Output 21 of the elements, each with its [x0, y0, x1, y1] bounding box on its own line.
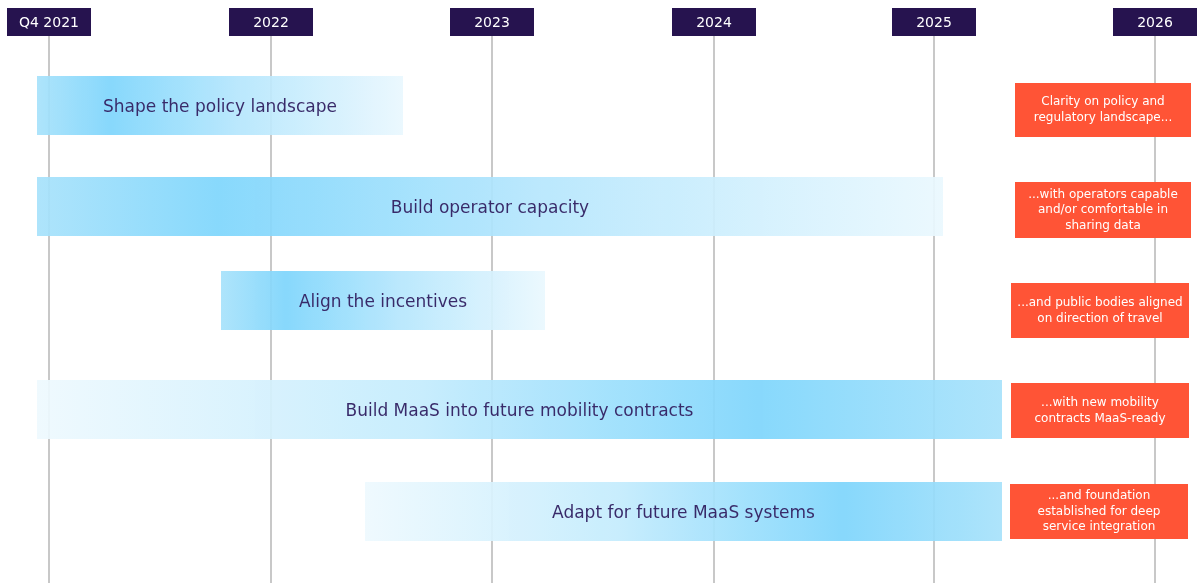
timeline-bar — [365, 482, 1002, 541]
year-label: Q4 2021 — [7, 8, 91, 36]
year-label: 2025 — [892, 8, 976, 36]
timeline-bar — [37, 380, 1002, 439]
outcome-box: ...with new mobility contracts MaaS-ready — [1011, 383, 1189, 438]
bar-label: Align the incentives — [298, 290, 468, 311]
outcome-box: ...and public bodies aligned on direction of travel — [1011, 283, 1189, 338]
outcome-box: ...with operators capable and/or comfortable in sharing data — [1015, 182, 1191, 238]
timeline-bar — [221, 271, 545, 330]
bar-label: Adapt for future MaaS systems — [552, 501, 815, 522]
timeline-bar — [37, 76, 403, 135]
year-label: 2022 — [229, 8, 313, 36]
outcome-box: ...and foundation established for deep service integration — [1010, 484, 1188, 539]
outcome-box: Clarity on policy and regulatory landscape... — [1015, 83, 1191, 137]
year-label: 2026 — [1113, 8, 1197, 36]
bar-label: Build MaaS into future mobility contracts — [345, 399, 694, 420]
year-label: 2024 — [672, 8, 756, 36]
bar-label: Build operator capacity — [390, 196, 590, 217]
bar-label: Shape the policy landscape — [103, 95, 337, 116]
timeline-bar — [37, 177, 943, 236]
year-label: 2023 — [450, 8, 534, 36]
